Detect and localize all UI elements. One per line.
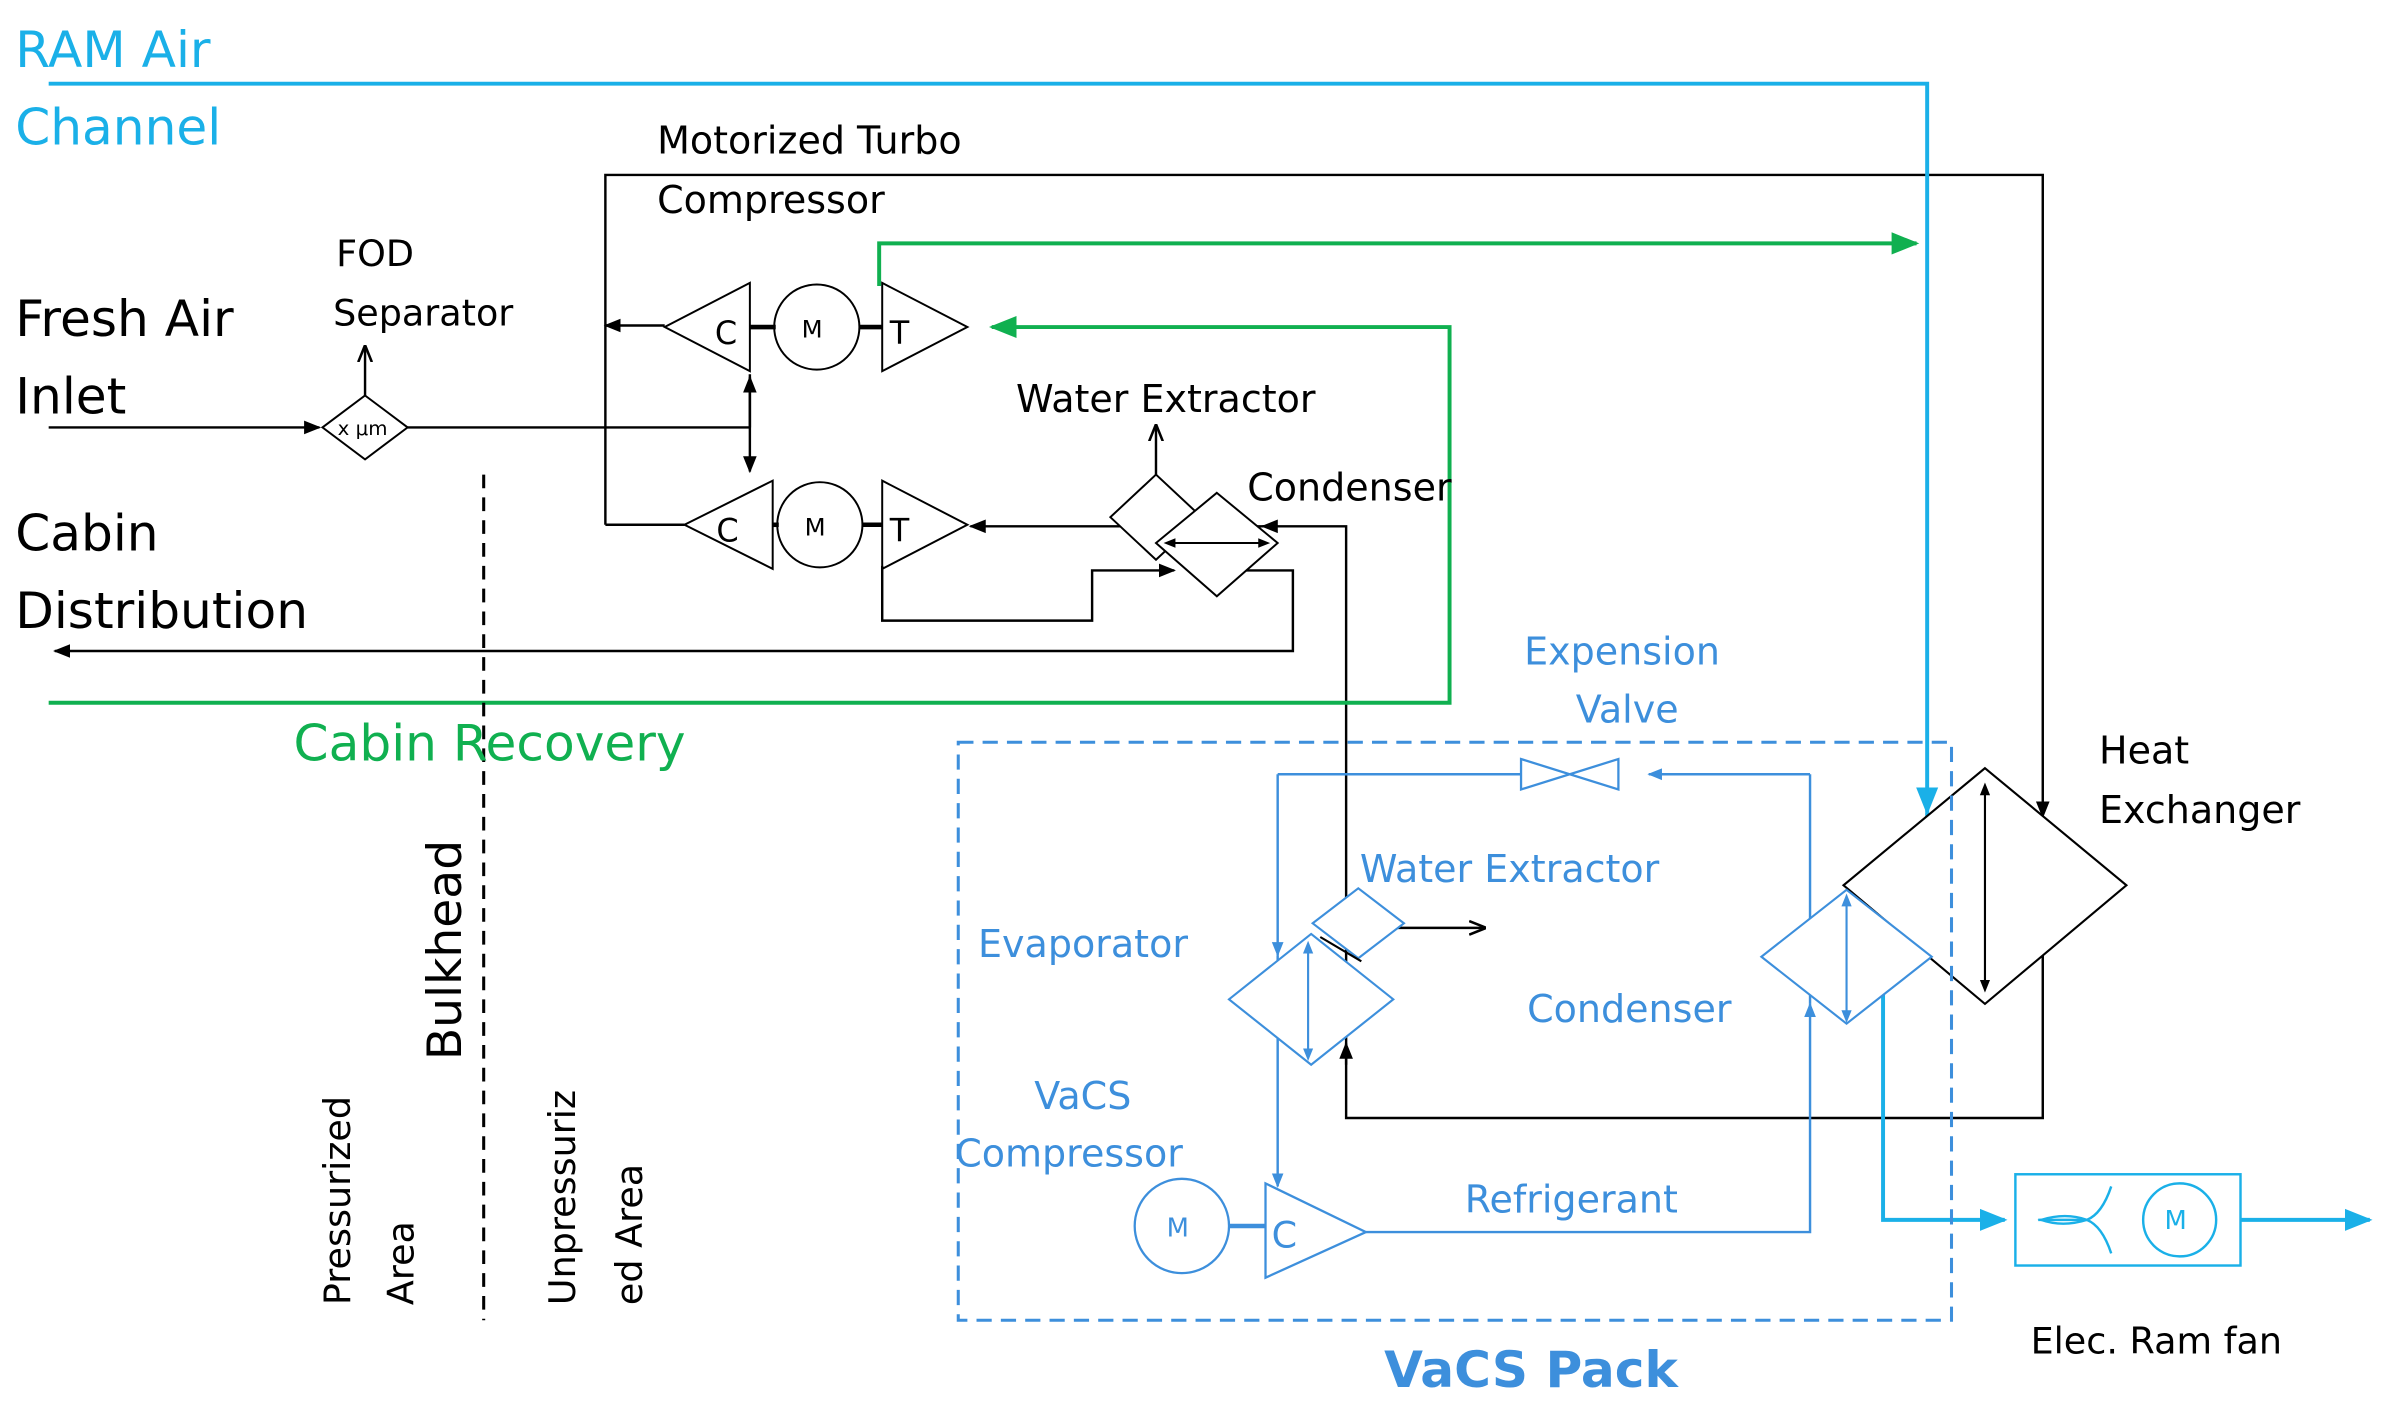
vacs-compressor-label-2: Compressor	[955, 1132, 1183, 1176]
turbine-1	[881, 281, 970, 373]
vacs-compressor-symbol: C	[1272, 1213, 1298, 1256]
compressor-1-symbol: C	[715, 314, 737, 352]
air-cycle-lines	[48, 173, 2050, 1120]
elec-ram-fan	[2014, 1173, 2242, 1267]
fresh-air-label-1: Fresh Air	[15, 289, 234, 348]
fresh-air-label-2: Inlet	[15, 367, 126, 426]
evaporator-label: Evaporator	[978, 922, 1188, 966]
air-water-extractor	[1108, 473, 1280, 598]
compressor-1	[662, 281, 751, 373]
refrigerant-label: Refrigerant	[1465, 1177, 1678, 1221]
fod-label-2: Separator	[333, 292, 513, 335]
cabin-distribution-label-2: Distribution	[15, 581, 308, 640]
vacs-pack-label: VaCS Pack	[1384, 1340, 1679, 1399]
ram-air-label-1: RAM Air	[15, 20, 211, 79]
fod-separator: x μm	[320, 394, 410, 461]
expansion-valve-label-2: Valve	[1576, 688, 1679, 732]
fod-micron-mark: x μm	[338, 417, 388, 440]
turbine-1-symbol: T	[889, 314, 910, 352]
vacs-condenser-label: Condenser	[1527, 987, 1732, 1031]
turbo-unit-upper	[662, 281, 970, 373]
cabin-recovery-lines	[48, 232, 1920, 705]
vacs-evaporator	[1227, 886, 1406, 1067]
elec-ram-fan-label: Elec. Ram fan	[2031, 1320, 2282, 1363]
vacs-water-extractor-label: Water Extractor	[1360, 847, 1660, 891]
vacs-compressor	[1133, 1177, 1369, 1280]
ram-fan-motor-symbol: M	[2164, 1206, 2186, 1236]
pressurized-label-2: Area	[380, 1221, 423, 1305]
unpressurized-label-2: ed Area	[608, 1164, 651, 1305]
motorized-turbo-label-1: Motorized Turbo	[657, 119, 962, 163]
motor-1-symbol: M	[802, 315, 823, 344]
vacs-motor-symbol: M	[1167, 1214, 1189, 1244]
turbo-unit-lower	[682, 479, 970, 571]
pressurized-label-1: Pressurized	[316, 1096, 359, 1305]
unpressurized-label-1: Unpressuriz	[541, 1090, 584, 1305]
vacs-pack-boundary	[956, 740, 1954, 1322]
expansion-valve	[1519, 757, 1620, 791]
bulkhead-label: Bulkhead	[418, 840, 473, 1060]
water-extractor-top-label: Water Extractor	[1016, 377, 1316, 421]
expansion-valve-label-1: Expension	[1524, 630, 1720, 674]
turbine-2	[881, 479, 970, 571]
compressor-2-symbol: C	[716, 512, 738, 550]
vacs-condenser	[1759, 888, 1934, 1026]
vacs-compressor-label-1: VaCS	[1034, 1074, 1131, 1118]
turbine-2-symbol: T	[889, 512, 910, 550]
motor-2-symbol: M	[805, 512, 826, 541]
ram-air-label-2: Channel	[15, 98, 221, 157]
heat-exchanger	[1841, 766, 2129, 1006]
cabin-distribution-label-1: Cabin	[15, 504, 158, 563]
vacs-water-extractor	[1310, 886, 1406, 960]
fod-label-1: FOD	[336, 232, 414, 275]
heat-exchanger-label-1: Heat	[2099, 729, 2189, 773]
heat-exchanger-label-2: Exchanger	[2099, 788, 2301, 832]
cabin-recovery-label: Cabin Recovery	[294, 714, 686, 773]
motorized-turbo-label-2: Compressor	[657, 178, 885, 222]
ram-fan-motor	[2141, 1182, 2218, 1258]
condenser-top-label: Condenser	[1247, 465, 1452, 509]
